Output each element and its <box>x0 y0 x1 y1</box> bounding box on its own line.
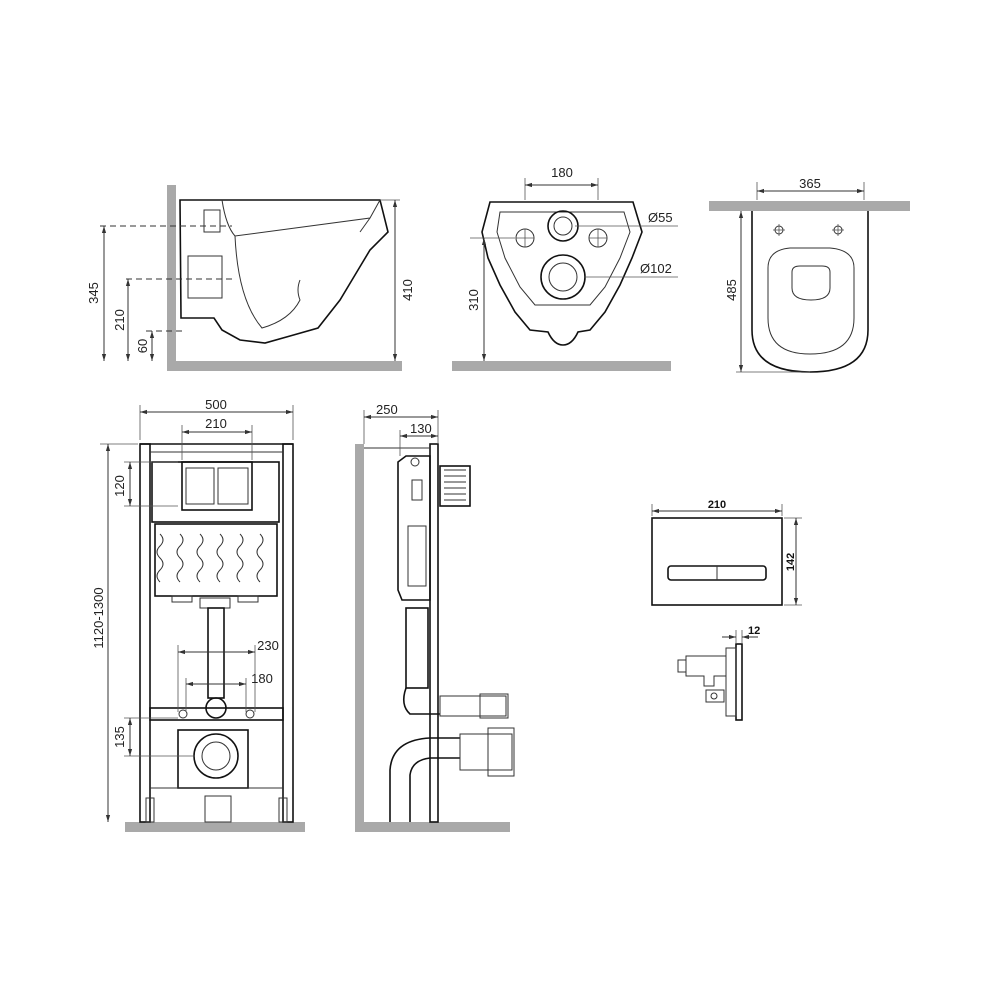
flush-plate <box>651 517 783 606</box>
bowl-rear-outline <box>481 201 643 346</box>
dim-410: 410 <box>400 279 415 301</box>
dim-1120-1300: 1120-1300 <box>91 587 106 648</box>
flush-plate-view: 210 142 12 <box>651 499 802 721</box>
side-view-bowl: 345 210 60 410 <box>86 185 415 371</box>
dim-310: 310 <box>466 289 481 311</box>
dim-485: 485 <box>724 279 739 301</box>
dim-135: 135 <box>112 726 127 748</box>
dim-210: 210 <box>112 309 127 331</box>
floor <box>355 822 510 832</box>
dim-142: 142 <box>785 553 797 571</box>
dim-d102: Ø102 <box>640 261 672 276</box>
dim-210-plate: 210 <box>708 499 726 511</box>
bowl-top-outline <box>751 211 869 373</box>
dim-365: 365 <box>799 176 821 191</box>
dim-180-frame: 180 <box>251 671 273 686</box>
dim-180: 180 <box>551 165 573 180</box>
cistern <box>151 461 280 523</box>
dim-130: 130 <box>410 421 432 436</box>
dim-250: 250 <box>376 402 398 417</box>
frame-side-view: 250 130 <box>355 402 515 832</box>
floor <box>167 361 402 371</box>
wall-horizontal <box>709 201 910 211</box>
floor <box>452 361 671 371</box>
top-view-bowl: 365 485 <box>709 176 910 373</box>
rear-view-bowl: Ø55 Ø102 180 310 <box>452 165 678 371</box>
dim-12: 12 <box>748 625 760 637</box>
frame-front-view: 500 210 120 1120-1300 230 180 135 <box>91 397 305 832</box>
dim-210-frame: 210 <box>205 416 227 431</box>
dim-345: 345 <box>86 282 101 304</box>
dim-230: 230 <box>257 638 279 653</box>
wall-vertical <box>355 444 364 822</box>
button-opening <box>181 461 253 511</box>
wall-vertical <box>167 185 176 371</box>
dim-d55: Ø55 <box>648 210 673 225</box>
dim-120: 120 <box>112 475 127 497</box>
bowl-outline <box>179 199 389 344</box>
dim-500: 500 <box>205 397 227 412</box>
floor <box>125 822 305 832</box>
dim-60: 60 <box>135 339 150 353</box>
